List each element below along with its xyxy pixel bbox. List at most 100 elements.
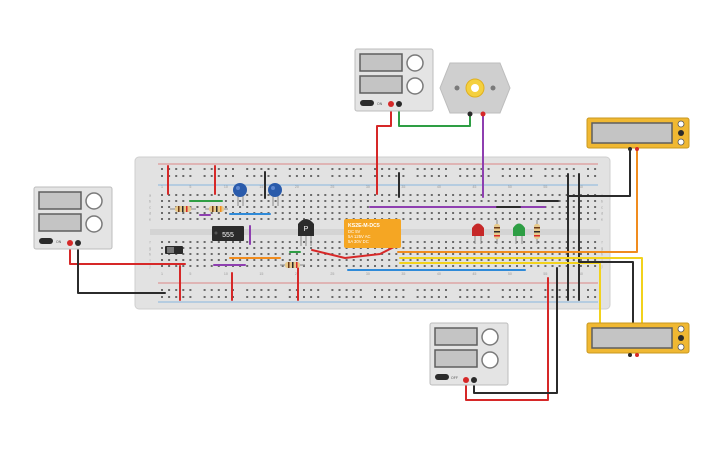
breadboard-hole[interactable]: [508, 265, 511, 267]
breadboard-hole[interactable]: [572, 212, 575, 214]
breadboard-hole[interactable]: [366, 253, 369, 255]
breadboard-hole[interactable]: [281, 194, 284, 196]
breadboard-hole[interactable]: [374, 296, 376, 298]
breadboard-hole[interactable]: [501, 212, 504, 214]
breadboard-hole[interactable]: [423, 241, 426, 243]
breadboard-hole[interactable]: [310, 259, 313, 261]
breadboard-hole[interactable]: [267, 218, 270, 220]
breadboard-hole[interactable]: [572, 253, 575, 255]
breadboard-hole[interactable]: [352, 168, 355, 170]
breadboard-hole[interactable]: [452, 212, 455, 214]
breadboard-hole[interactable]: [402, 241, 405, 243]
breadboard-hole[interactable]: [224, 259, 227, 261]
breadboard-hole[interactable]: [459, 168, 462, 170]
breadboard-hole[interactable]: [295, 296, 298, 298]
breadboard-hole[interactable]: [224, 175, 227, 177]
breadboard-hole[interactable]: [253, 259, 256, 261]
breadboard-hole[interactable]: [416, 218, 419, 220]
breadboard-hole[interactable]: [430, 175, 433, 177]
breadboard-hole[interactable]: [452, 218, 455, 220]
power-supply-left-current-knob[interactable]: [85, 215, 103, 233]
breadboard-hole[interactable]: [473, 253, 476, 255]
breadboard-hole[interactable]: [331, 206, 334, 208]
breadboard-hole[interactable]: [388, 194, 391, 196]
breadboard-hole[interactable]: [402, 265, 405, 267]
breadboard-hole[interactable]: [281, 247, 284, 249]
breadboard-hole[interactable]: [409, 259, 412, 261]
breadboard-hole[interactable]: [423, 218, 426, 220]
breadboard-hole[interactable]: [480, 194, 483, 196]
breadboard-hole[interactable]: [274, 247, 277, 249]
breadboard-hole[interactable]: [416, 168, 419, 170]
breadboard-hole[interactable]: [331, 259, 334, 261]
breadboard-hole[interactable]: [246, 175, 249, 177]
breadboard-hole[interactable]: [473, 265, 476, 267]
breadboard-hole[interactable]: [359, 200, 362, 202]
breadboard-hole[interactable]: [516, 259, 518, 261]
breadboard-hole[interactable]: [260, 194, 263, 196]
breadboard-hole[interactable]: [558, 212, 561, 214]
breadboard-hole[interactable]: [224, 218, 227, 220]
breadboard-hole[interactable]: [352, 289, 355, 291]
breadboard-hole[interactable]: [452, 200, 455, 202]
breadboard-hole[interactable]: [459, 265, 462, 267]
breadboard-hole[interactable]: [537, 241, 540, 243]
breadboard-hole[interactable]: [239, 253, 242, 255]
breadboard-hole[interactable]: [310, 296, 313, 298]
breadboard-hole[interactable]: [565, 194, 568, 196]
breadboard-hole[interactable]: [189, 168, 192, 170]
breadboard-hole[interactable]: [445, 212, 447, 214]
breadboard-hole[interactable]: [437, 212, 440, 214]
breadboard-hole[interactable]: [374, 194, 376, 196]
breadboard-hole[interactable]: [267, 253, 270, 255]
breadboard-hole[interactable]: [508, 218, 511, 220]
breadboard-hole[interactable]: [310, 253, 313, 255]
breadboard-hole[interactable]: [579, 265, 582, 267]
breadboard-hole[interactable]: [232, 200, 234, 202]
breadboard-hole[interactable]: [487, 218, 490, 220]
breadboard-hole[interactable]: [544, 247, 547, 249]
breadboard-hole[interactable]: [423, 212, 426, 214]
breadboard-hole[interactable]: [232, 206, 234, 208]
breadboard-hole[interactable]: [345, 206, 348, 208]
breadboard-hole[interactable]: [572, 247, 575, 249]
breadboard-hole[interactable]: [189, 259, 192, 261]
breadboard-hole[interactable]: [303, 265, 305, 267]
breadboard-hole[interactable]: [345, 168, 348, 170]
breadboard-hole[interactable]: [480, 289, 483, 291]
breadboard-hole[interactable]: [516, 218, 518, 220]
breadboard-hole[interactable]: [388, 200, 391, 202]
breadboard-hole[interactable]: [175, 175, 178, 177]
breadboard-hole[interactable]: [459, 200, 462, 202]
breadboard-hole[interactable]: [487, 265, 490, 267]
breadboard-hole[interactable]: [587, 218, 589, 220]
breadboard-hole[interactable]: [295, 253, 298, 255]
breadboard-hole[interactable]: [523, 200, 526, 202]
breadboard-hole[interactable]: [210, 168, 213, 170]
breadboard-hole[interactable]: [366, 200, 369, 202]
breadboard-hole[interactable]: [338, 168, 341, 170]
breadboard-hole[interactable]: [217, 194, 220, 196]
breadboard-hole[interactable]: [579, 200, 582, 202]
breadboard-hole[interactable]: [395, 168, 398, 170]
breadboard-hole[interactable]: [551, 247, 554, 249]
breadboard-hole[interactable]: [381, 265, 384, 267]
breadboard-hole[interactable]: [288, 200, 291, 202]
wire-black-bottom-supply[interactable]: [473, 267, 558, 394]
breadboard-hole[interactable]: [501, 241, 504, 243]
breadboard-hole[interactable]: [274, 296, 277, 298]
breadboard-hole[interactable]: [274, 241, 277, 243]
breadboard-hole[interactable]: [224, 194, 227, 196]
breadboard-hole[interactable]: [551, 206, 554, 208]
breadboard-hole[interactable]: [267, 200, 270, 202]
breadboard-hole[interactable]: [516, 253, 518, 255]
breadboard-hole[interactable]: [445, 241, 447, 243]
breadboard-hole[interactable]: [189, 265, 192, 267]
breadboard-hole[interactable]: [480, 212, 483, 214]
breadboard-hole[interactable]: [175, 259, 178, 261]
breadboard-hole[interactable]: [288, 289, 291, 291]
breadboard-hole[interactable]: [232, 194, 234, 196]
breadboard-hole[interactable]: [516, 247, 518, 249]
breadboard-hole[interactable]: [281, 241, 284, 243]
breadboard-hole[interactable]: [267, 206, 270, 208]
